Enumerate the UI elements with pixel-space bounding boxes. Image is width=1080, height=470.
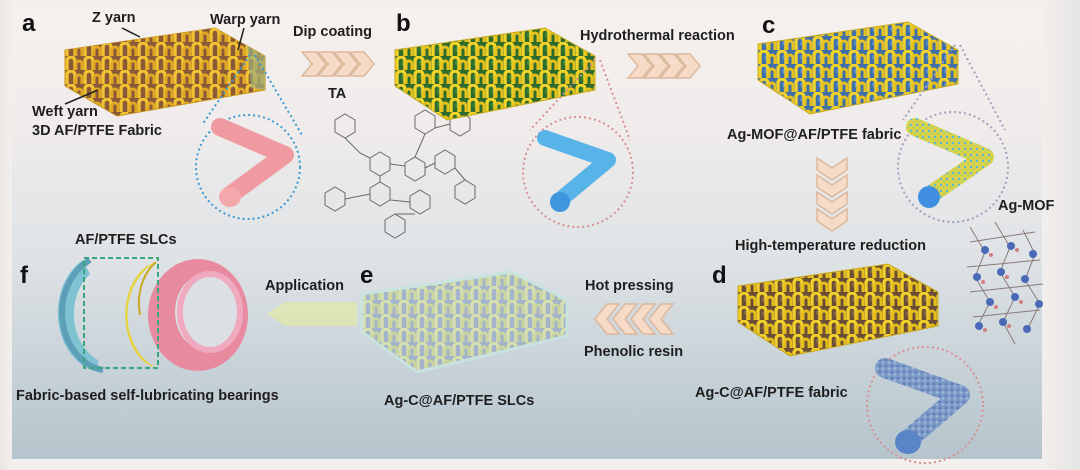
high-temperature-reduction-label: High-temperature reduction: [735, 238, 926, 254]
ta-label: TA: [328, 86, 347, 102]
composite-ag-c-slc: [360, 270, 569, 374]
arrow-application-icon: [267, 302, 357, 326]
af-ptfe-slcs-label: AF/PTFE SLCs: [75, 232, 177, 248]
hot-pressing-label: Hot pressing: [585, 278, 674, 294]
z-yarn-label: Z yarn: [92, 10, 136, 26]
arrow-hydrothermal-icon: [627, 53, 701, 79]
panel-a-letter: a: [22, 10, 36, 37]
bearing-assembly: [57, 257, 248, 373]
panel-c-letter: c: [762, 12, 776, 39]
arrow-reduction-icon: [816, 156, 848, 232]
fiber-zoom-ag-c: [866, 346, 984, 464]
ag-mof-label: Ag-MOF: [998, 198, 1055, 214]
fiber-zoom-blue: [522, 59, 634, 228]
weft-yarn-label: Weft yarn: [32, 104, 98, 120]
arrow-hot-pressing-icon: [594, 303, 675, 335]
warp-yarn-label: Warp yarn: [210, 12, 281, 28]
panel-d-letter: d: [712, 262, 727, 289]
fiber-zoom-ag-mof: [897, 44, 1009, 223]
panel-e-letter: e: [360, 262, 374, 289]
panel-e-title: Ag-C@AF/PTFE SLCs: [384, 393, 535, 409]
panel-b-letter: b: [396, 10, 411, 37]
panel-f-letter: f: [20, 262, 28, 289]
fabric-ta-coated: [394, 27, 596, 121]
fabric-ag-mof: [757, 21, 959, 115]
dip-coating-label: Dip coating: [293, 24, 372, 40]
arrow-dip-coating-icon: [301, 51, 375, 77]
phenolic-resin-label: Phenolic resin: [584, 344, 684, 360]
fabric-3d-af-ptfe: [64, 27, 266, 117]
panel-d-title: Ag-C@AF/PTFE fabric: [695, 385, 848, 401]
tannic-acid-structure: [324, 109, 476, 239]
annotation-pointers: [64, 27, 245, 105]
fabric-ag-c: [737, 263, 939, 357]
ag-mof-crystal-structure: [966, 221, 1044, 345]
hydrothermal-reaction-label: Hydrothermal reaction: [580, 28, 735, 44]
application-label: Application: [265, 278, 344, 294]
panel-a-title: 3D AF/PTFE Fabric: [32, 123, 162, 139]
fiber-zoom-pink: [195, 54, 303, 220]
panel-f-title: Fabric-based self-lubricating bearings: [16, 388, 279, 404]
panel-c-title: Ag-MOF@AF/PTFE fabric: [727, 127, 902, 143]
